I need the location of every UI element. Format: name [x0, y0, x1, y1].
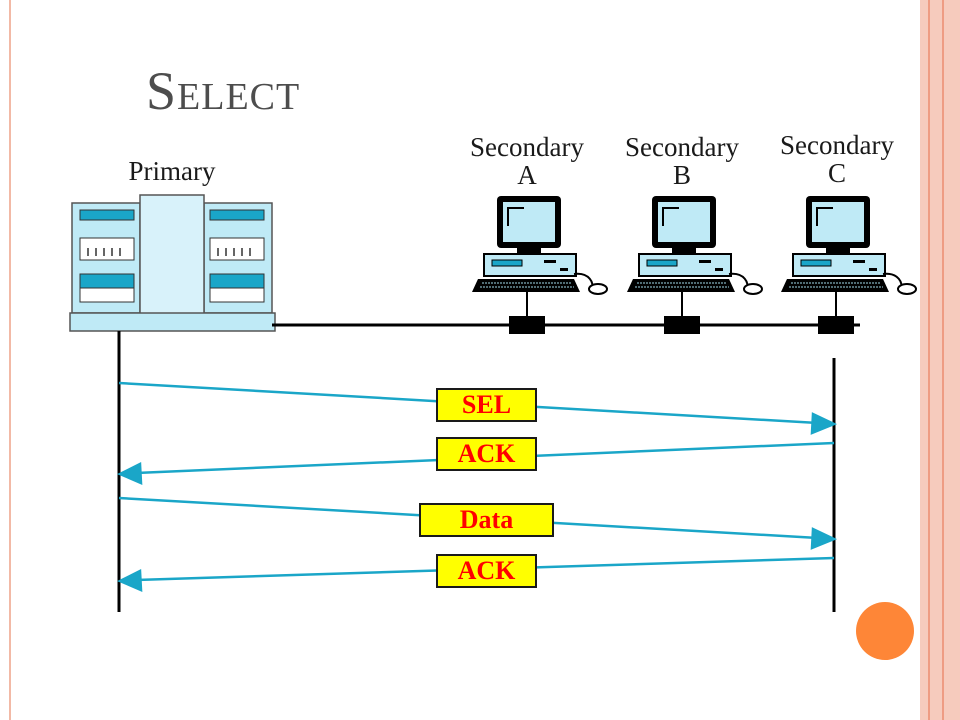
right-border-line: [928, 0, 930, 720]
left-border-line: [9, 0, 11, 720]
secondary-b-connector: [664, 292, 700, 334]
primary-label: Primary: [128, 156, 216, 186]
secondary-b-label: Secondary: [625, 132, 739, 162]
secondary-b-computer-icon: [626, 195, 763, 295]
secondary-c-letter: C: [827, 158, 846, 188]
secondary-c-connector: [818, 292, 854, 334]
ack-message-label: ACK: [436, 554, 537, 588]
slide-title: Select: [146, 61, 301, 121]
ack-message-label: ACK: [436, 437, 537, 471]
secondary-a-computer-icon: [471, 195, 608, 295]
secondary-b-letter: B: [672, 160, 691, 190]
secondary-c-label: Secondary: [780, 130, 894, 160]
secondary-c-computer-icon: [780, 195, 917, 295]
right-border-band: [920, 0, 960, 720]
sel-message-label: SEL: [436, 388, 537, 422]
data-message-label: Data: [419, 503, 554, 537]
right-border-line: [942, 0, 944, 720]
secondary-a-connector: [509, 292, 545, 334]
secondary-a-label: Secondary: [470, 132, 584, 162]
secondary-a-letter: A: [517, 160, 537, 190]
primary-server-icon: [69, 194, 276, 332]
accent-circle: [856, 602, 914, 660]
